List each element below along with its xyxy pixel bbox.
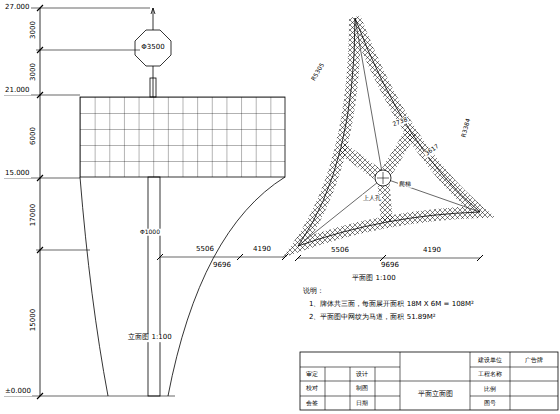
drawing-label: 上人孔 [362,195,382,202]
drawing-label: 设计 [355,371,369,378]
drawing-label: 广告牌 [524,357,544,364]
drawing-label: 工程名称 [477,371,503,378]
drawing-label: 4190 [252,246,272,254]
drawing-label: R3384 [460,117,472,139]
drawing-label: 爬梯 [398,181,412,188]
drawing-label: 日期 [355,400,369,407]
drawing-label: 比例 [483,386,497,393]
drawing-label: 审定 [305,371,319,378]
drawing-label: 说明： [302,288,325,296]
drawing-label: 1、牌体共三面，每面展开面积 18M X 6M = 108M² [308,301,475,309]
drawing-label: 校对 [305,385,319,392]
drawing-label: 2、平面图中网纹为马道，面积 51.89M² [308,314,437,322]
drawing-label: 3000 [30,20,38,40]
drawing-label: 9696 [212,262,232,270]
drawing-label: 15.000 [4,170,31,178]
drawing-label: 5506 [195,246,215,254]
drawing-label: ±0.000 [4,388,32,396]
drawing-label: 制图 [355,385,369,392]
drawing-label: 15000 [30,308,38,332]
drawing-label: 17000 [30,203,38,227]
drawing-label: 建设单位 [477,357,503,364]
drawing-label: 4190 [422,247,442,255]
drawing-label: Φ1000 [139,229,161,236]
drawing-label: 3000 [30,62,38,82]
drawing-label: R5305 [310,61,326,83]
drawing-label: 平面图 1:100 [351,275,396,283]
drawing-label: Φ3500 [140,44,165,52]
drawing-label: 会签 [305,400,319,407]
drawing-label: 21.000 [4,87,31,95]
drawing-label: 立面图 1:100 [127,334,172,342]
drawing-label: 图号 [483,400,497,407]
drawing-label: 5506 [330,247,350,255]
drawing-label: 9696 [380,262,400,270]
drawing-label: 6000 [30,126,38,146]
drawing-label: 27.000 [4,4,31,12]
drawing-label: 平面立面图 [417,391,454,399]
